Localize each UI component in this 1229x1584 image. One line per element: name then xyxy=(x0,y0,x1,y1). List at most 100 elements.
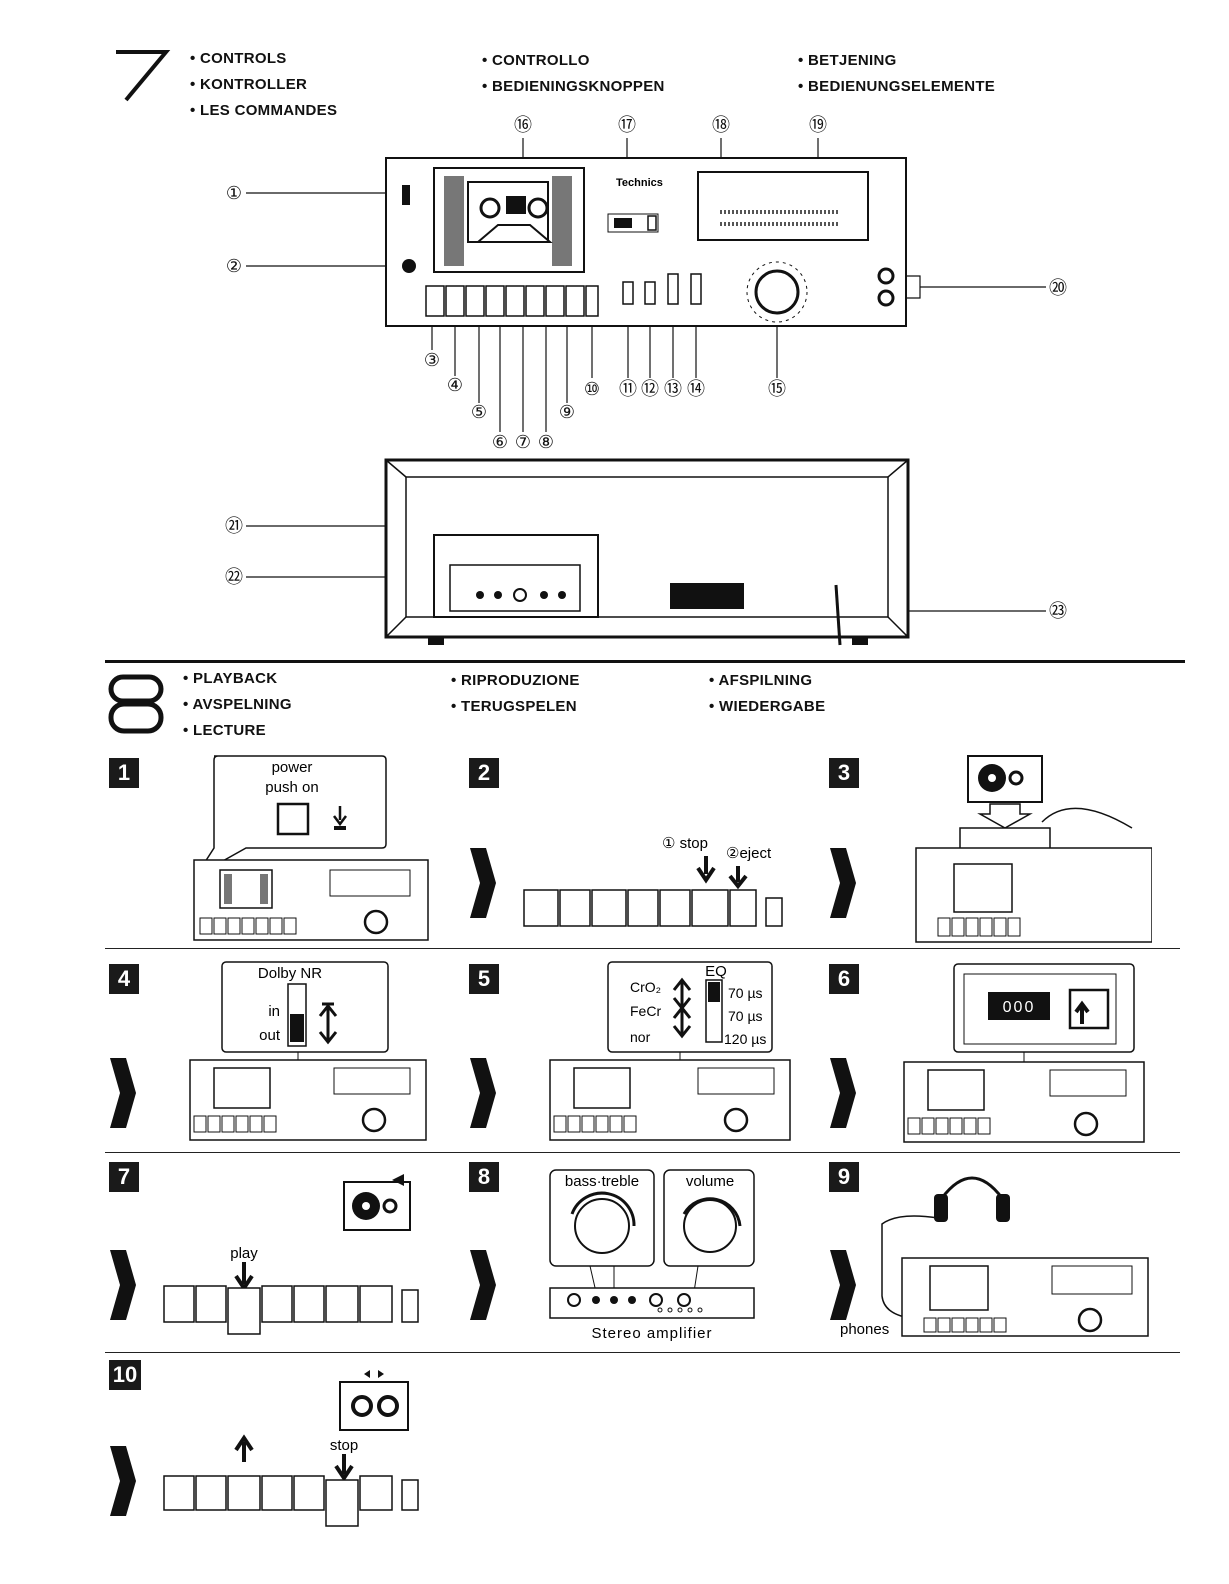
arrow-icon xyxy=(110,1446,136,1516)
eq-label: EQ xyxy=(705,963,727,980)
section-number-8 xyxy=(108,674,164,734)
arrow-icon xyxy=(110,1250,136,1320)
eq-70us-2: 70 µs xyxy=(728,1008,763,1024)
callout-19: ⑲ xyxy=(809,115,827,135)
callout-6: ⑥ xyxy=(492,432,508,452)
dolby-nr-label: Dolby NR xyxy=(258,965,322,982)
callout-3: ③ xyxy=(424,350,440,370)
stereo-amplifier-label: Stereo amplifier xyxy=(591,1325,712,1342)
step-number: 5 xyxy=(469,964,499,994)
arrow-icon xyxy=(470,848,496,918)
step-9-illustration: phones xyxy=(840,1176,1149,1338)
step-3-illustration xyxy=(915,755,1152,943)
heading: BEDIENINGSKNOPPEN xyxy=(482,74,665,100)
callout-12: ⑫ xyxy=(641,379,659,399)
eq-nor-label: nor xyxy=(630,1029,651,1045)
heading: BEDIENUNGSELEMENTE xyxy=(798,74,995,100)
section-7: CONTROLS KONTROLLER LES COMMANDES CONTRO… xyxy=(0,0,1229,660)
heading: LES COMMANDES xyxy=(190,98,337,124)
callout-9: ⑨ xyxy=(559,402,575,422)
eq-70us-1: 70 µs xyxy=(728,985,763,1001)
heading: WIEDERGABE xyxy=(709,694,825,720)
callout-13: ⑬ xyxy=(664,379,682,399)
phones-label: phones xyxy=(840,1321,889,1338)
callout-4: ④ xyxy=(447,375,463,395)
callout-5: ⑤ xyxy=(471,402,487,422)
front-panel-diagram: ① ② ③ ④ ⑤ ⑥ ⑦ ⑧ ⑨ ⑩ ⑪ ⑫ ⑬ ⑭ ⑮ ⑯ ⑰ ⑱ ⑲ ⑳ xyxy=(226,115,1067,452)
callout-10: ⑩ xyxy=(584,379,600,399)
volume-label: volume xyxy=(686,1173,734,1190)
step-number: 7 xyxy=(109,1162,139,1192)
callout-18: ⑱ xyxy=(712,115,730,135)
heading: LECTURE xyxy=(183,718,292,744)
callout-17: ⑰ xyxy=(618,115,636,135)
heading: AFSPILNING xyxy=(709,668,825,694)
stop-label: ① stop xyxy=(662,835,708,852)
step-number: 3 xyxy=(829,758,859,788)
callout-7: ⑦ xyxy=(515,432,531,452)
counter-display: 000 xyxy=(1003,999,1036,1016)
step-number: 9 xyxy=(829,1162,859,1192)
step-2-illustration: ① stop ②eject xyxy=(523,835,783,927)
arrow-icon xyxy=(830,1250,856,1320)
heading: TERUGSPELEN xyxy=(451,694,580,720)
eq-fecr-label: FeCr xyxy=(630,1003,661,1019)
step-number: 8 xyxy=(469,1162,499,1192)
step-number: 2 xyxy=(469,758,499,788)
section-8-heading-col-2: RIPRODUZIONE TERUGSPELEN xyxy=(451,668,580,720)
heading: CONTROLS xyxy=(190,46,337,72)
step-4-illustration: Dolby NR in out xyxy=(189,961,427,1141)
step-8-illustration: bass·treble volume Stereo amplifier xyxy=(549,1169,755,1342)
callout-20: ⑳ xyxy=(1049,278,1067,298)
row-divider xyxy=(105,948,1180,949)
eject-label: ②eject xyxy=(726,845,772,862)
step-7-illustration: play xyxy=(163,1174,419,1335)
heading: AVSPELNING xyxy=(183,692,292,718)
arrow-icon xyxy=(110,1058,136,1128)
callout-15: ⑮ xyxy=(768,379,786,399)
arrow-icon xyxy=(830,848,856,918)
callout-11: ⑪ xyxy=(619,379,637,399)
callout-14: ⑭ xyxy=(687,379,705,399)
step-number: 1 xyxy=(109,758,139,788)
push-on-label: push on xyxy=(265,779,318,796)
power-label: power xyxy=(272,759,313,776)
bass-treble-label: bass·treble xyxy=(565,1173,639,1190)
dolby-out-label: out xyxy=(259,1027,281,1044)
eq-120us: 120 µs xyxy=(724,1031,766,1047)
row-divider xyxy=(105,1352,1180,1353)
dolby-in-label: in xyxy=(268,1003,280,1020)
step-number: 6 xyxy=(829,964,859,994)
arrow-icon xyxy=(470,1250,496,1320)
step-6-illustration: 000 xyxy=(903,963,1145,1143)
arrow-icon xyxy=(830,1058,856,1128)
section-7-heading-col-3: BETJENING BEDIENUNGSELEMENTE xyxy=(798,48,995,100)
callout-8: ⑧ xyxy=(538,432,554,452)
callout-21: ㉑ xyxy=(225,516,243,536)
rear-panel-diagram: ㉑ ㉒ ㉓ xyxy=(225,458,1067,646)
section-8-heading-col-3: AFSPILNING WIEDERGABE xyxy=(709,668,825,720)
eq-cro2-label: CrO₂ xyxy=(630,979,661,995)
callout-23: ㉓ xyxy=(1049,601,1067,621)
arrow-icon xyxy=(470,1058,496,1128)
row-divider xyxy=(105,1152,1180,1153)
step-number: 4 xyxy=(109,964,139,994)
section-divider xyxy=(105,660,1185,663)
step-10-illustration: stop xyxy=(163,1370,419,1527)
stop-label: stop xyxy=(330,1437,358,1454)
section-7-heading-col-1: CONTROLS KONTROLLER LES COMMANDES xyxy=(190,46,337,124)
callout-22: ㉒ xyxy=(225,567,243,587)
section-number-7 xyxy=(116,50,171,102)
heading: BETJENING xyxy=(798,48,995,74)
step-1-illustration: power push on xyxy=(193,755,429,941)
step-5-illustration: EQ CrO₂ FeCr nor 70 µs 70 µs 120 µs xyxy=(549,961,791,1141)
brand-logo: Technics xyxy=(616,177,663,189)
heading: CONTROLLO xyxy=(482,48,665,74)
heading: PLAYBACK xyxy=(183,666,292,692)
heading: KONTROLLER xyxy=(190,72,337,98)
section-7-heading-col-2: CONTROLLO BEDIENINGSKNOPPEN xyxy=(482,48,665,100)
step-number: 10 xyxy=(109,1360,141,1390)
callout-1: ① xyxy=(226,183,242,203)
heading: RIPRODUZIONE xyxy=(451,668,580,694)
section-8-heading-col-1: PLAYBACK AVSPELNING LECTURE xyxy=(183,666,292,744)
